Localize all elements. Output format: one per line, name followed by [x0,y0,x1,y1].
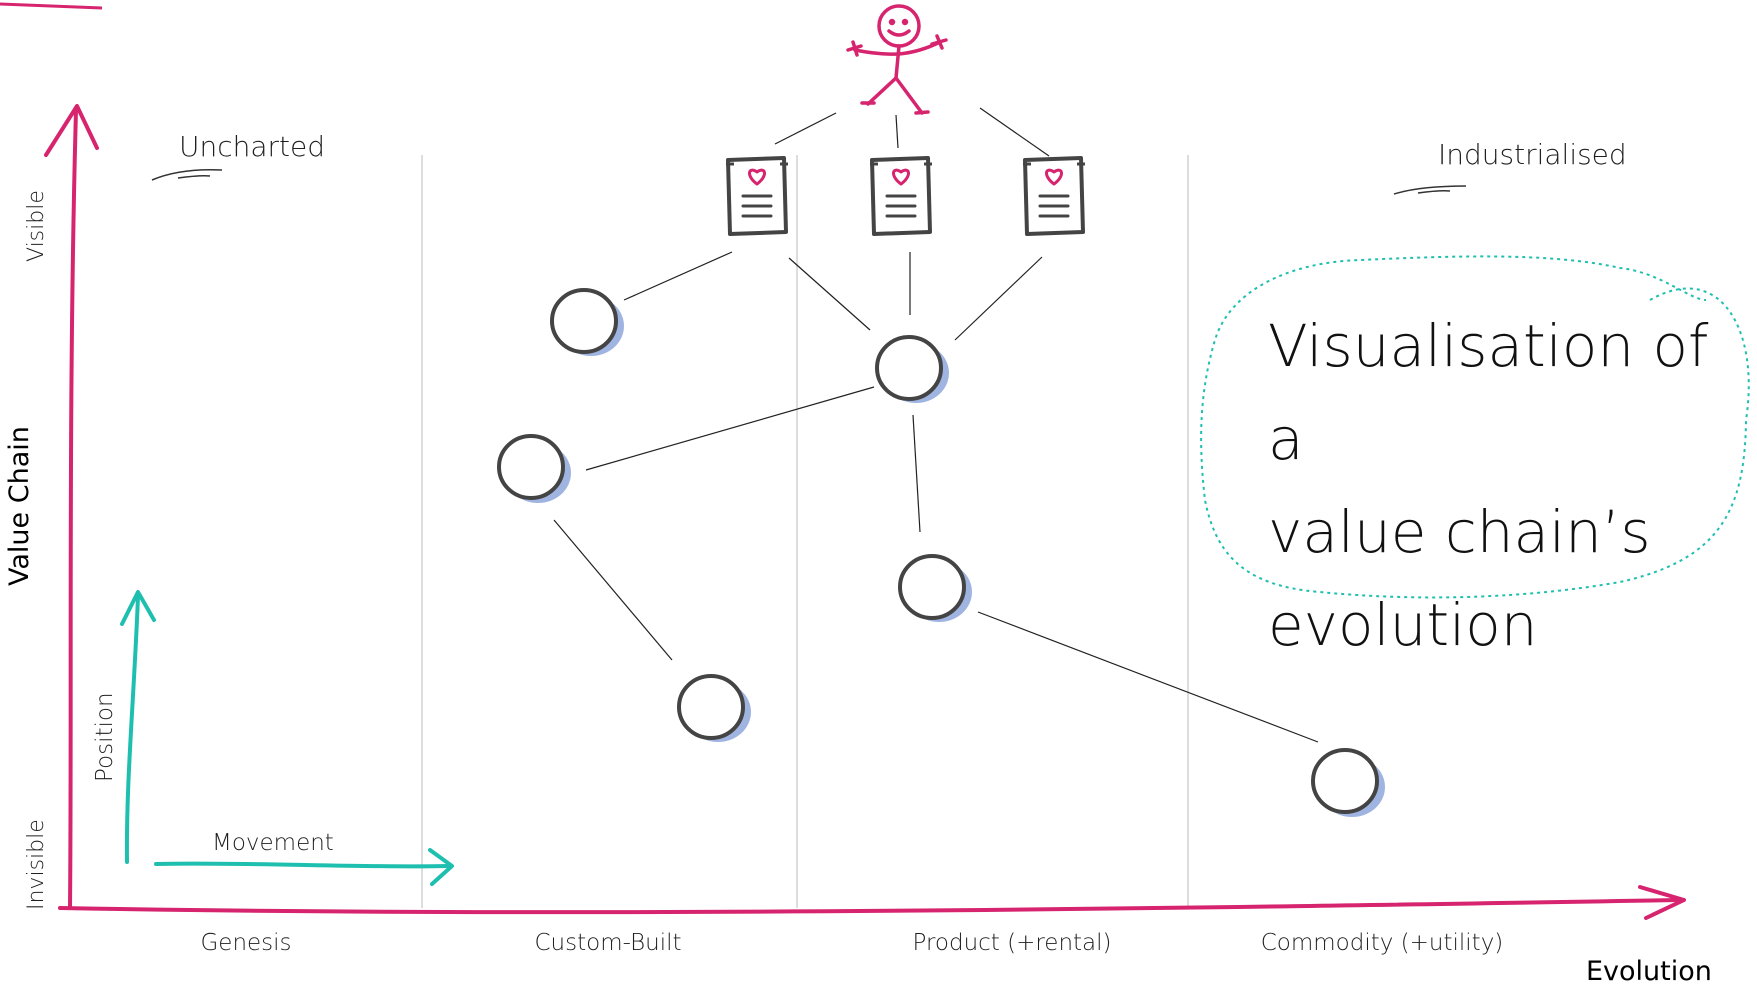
position-arrowhead [120,590,156,626]
link-user-need2 [895,114,899,149]
stage-custom-built: Custom-Built [534,930,682,956]
uncharted-squiggle [151,168,223,181]
link-nodeC-nodeE [553,519,673,661]
movement-arrow-line [154,861,450,869]
y-axis-title: Value Chain [4,426,35,586]
stick-figure-user-icon [846,4,948,115]
axes [44,104,1686,920]
y-axis-invisible-label: Invisible [24,819,49,910]
position-arrow-line [124,594,140,864]
region-squiggles [151,168,1467,195]
legend-arrows [120,590,454,886]
y-axis-visible-label: Visible [24,190,49,262]
movement-arrowhead [428,848,454,886]
industrialised-squiggle [1393,185,1467,195]
link-user-need1 [774,112,837,145]
circle-component-icon [875,335,949,403]
x-axis-line [58,898,1684,915]
components [497,288,1385,817]
circle-component-icon [898,554,972,622]
map-title: Visualisation of a value chain’s evoluti… [1268,312,1709,659]
link-need3-nodeB [954,256,1043,341]
legend-movement-label: Movement [212,830,334,856]
link-nodeB-nodeD [912,414,921,533]
circle-component-icon [497,434,571,503]
title-dotted-border [1200,255,1750,599]
corner-stroke [0,2,103,10]
region-industrialised: Industrialised [1438,138,1627,171]
region-uncharted: Uncharted [179,130,326,163]
document-with-heart-icon [726,156,1085,236]
stage-dividers [421,155,1189,908]
link-nodeB-nodeC [585,386,875,471]
legend-position-label: Position [92,692,118,782]
x-axis-title: Evolution [1586,956,1712,987]
circle-component-icon [677,674,751,742]
stage-commodity: Commodity (+utility) [1260,930,1504,956]
uncharted-squiggle-2 [177,175,211,179]
circle-component-icon [550,288,624,356]
connections [553,107,1319,743]
stage-genesis: Genesis [200,930,292,956]
link-user-need3 [979,107,1050,157]
link-need1-nodeB [788,257,871,331]
y-axis-line [68,108,78,910]
link-nodeD-nodeF [977,611,1319,743]
circle-component-icon [1311,748,1385,817]
y-axis-arrowhead [44,104,99,157]
stage-product: Product (+rental) [912,930,1112,956]
x-axis-arrowhead [1638,885,1686,920]
industrialised-squiggle-2 [1417,190,1451,194]
link-need1-nodeA [623,251,733,301]
